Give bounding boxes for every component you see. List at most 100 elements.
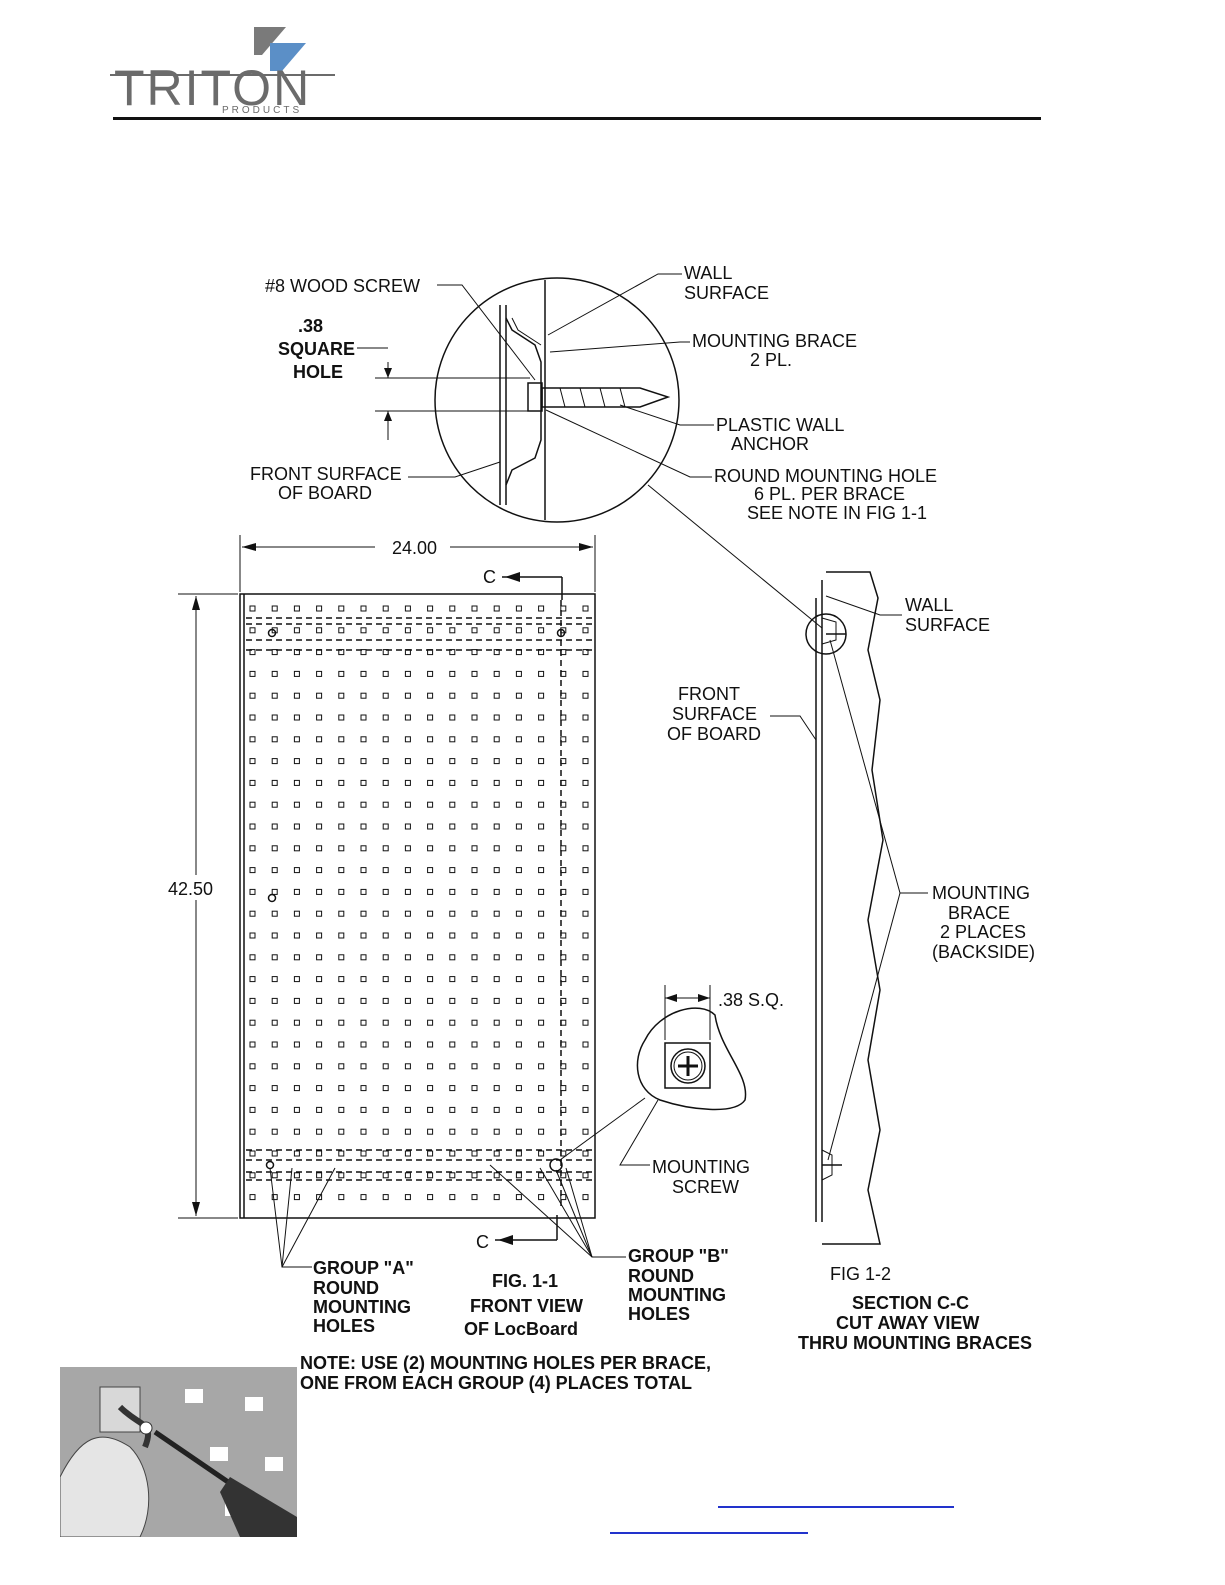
- square-hole: [515, 1172, 522, 1179]
- square-hole: [293, 1041, 300, 1048]
- square-hole: [515, 758, 522, 765]
- square-hole: [271, 736, 278, 743]
- square-hole: [427, 867, 434, 874]
- square-hole: [404, 1172, 411, 1179]
- square-hole: [493, 932, 500, 939]
- square-hole: [249, 867, 256, 874]
- square-hole: [493, 649, 500, 656]
- width-dimension: 24.00: [392, 538, 437, 558]
- fig-1-2-title: FIG 1-2: [830, 1264, 891, 1284]
- square-hole: [427, 845, 434, 852]
- square-hole: [338, 976, 345, 983]
- square-hole: [382, 736, 389, 743]
- square-hole: [560, 932, 567, 939]
- square-hole: [360, 758, 367, 765]
- square-hole: [316, 1019, 323, 1026]
- square-hole: [338, 1019, 345, 1026]
- square-hole: [271, 976, 278, 983]
- square-hole: [582, 932, 589, 939]
- square-hole: [538, 932, 545, 939]
- link-underline-1: [718, 1506, 954, 1508]
- square-hole: [582, 976, 589, 983]
- square-hole: [338, 649, 345, 656]
- section-title-3: THRU MOUNTING BRACES: [798, 1333, 1032, 1353]
- square-hole: [449, 932, 456, 939]
- square-hole: [249, 823, 256, 830]
- mounting-screw-detail: [636, 1007, 747, 1111]
- square-hole: [338, 1128, 345, 1135]
- square-hole: [360, 801, 367, 808]
- square-hole: [249, 1106, 256, 1113]
- square-hole: [493, 888, 500, 895]
- square-hole: [471, 888, 478, 895]
- square-hole: [560, 1128, 567, 1135]
- square-hole: [382, 997, 389, 1004]
- square-hole: [538, 801, 545, 808]
- square-hole: [538, 867, 545, 874]
- square-hole: [493, 1063, 500, 1070]
- square-hole: [249, 1063, 256, 1070]
- square-hole: [515, 779, 522, 786]
- square-hole: [271, 1085, 278, 1092]
- square-hole: [360, 670, 367, 677]
- square-hole: [316, 1106, 323, 1113]
- square-hole: [271, 1106, 278, 1113]
- square-hole: [338, 758, 345, 765]
- square-hole: [404, 758, 411, 765]
- square-hole: [360, 649, 367, 656]
- square-hole: [560, 758, 567, 765]
- square-hole: [582, 779, 589, 786]
- note-line-1: NOTE: USE (2) MOUNTING HOLES PER BRACE,: [300, 1353, 711, 1373]
- square-hole: [471, 1106, 478, 1113]
- square-hole: [560, 997, 567, 1004]
- square-hole: [427, 692, 434, 699]
- square-hole: [582, 1128, 589, 1135]
- square-hole: [316, 1085, 323, 1092]
- square-hole: [382, 649, 389, 656]
- square-hole: [316, 1172, 323, 1179]
- square-hole: [449, 910, 456, 917]
- square-hole: [293, 976, 300, 983]
- square-hole: [538, 649, 545, 656]
- square-hole: [471, 954, 478, 961]
- square-hole: [515, 1063, 522, 1070]
- square-hole: [582, 954, 589, 961]
- square-hole: [382, 692, 389, 699]
- square-hole: [493, 779, 500, 786]
- square-hole: [515, 801, 522, 808]
- square-hole: [271, 779, 278, 786]
- square-hole: [582, 888, 589, 895]
- square-hole: [582, 1194, 589, 1201]
- square-hole: [316, 1194, 323, 1201]
- square-hole: [382, 1128, 389, 1135]
- square-hole: [293, 1085, 300, 1092]
- square-hole: [249, 801, 256, 808]
- square-hole: [515, 605, 522, 612]
- square-hole: [449, 779, 456, 786]
- square-hole: [271, 845, 278, 852]
- square-hole: [293, 692, 300, 699]
- square-hole: [249, 888, 256, 895]
- square-hole: [293, 997, 300, 1004]
- square-hole: [582, 714, 589, 721]
- square-hole: [515, 823, 522, 830]
- label-wall-surface-1: WALL: [684, 263, 732, 283]
- square-hole: [360, 1128, 367, 1135]
- square-hole: [493, 670, 500, 677]
- label-brace-r4: (BACKSIDE): [932, 942, 1035, 962]
- square-hole: [338, 997, 345, 1004]
- installation-photo: [60, 1367, 297, 1537]
- square-hole: [582, 1019, 589, 1026]
- square-hole: [582, 867, 589, 874]
- square-hole: [271, 1063, 278, 1070]
- square-hole: [271, 997, 278, 1004]
- square-hole: [271, 888, 278, 895]
- square-hole: [316, 997, 323, 1004]
- square-hole: [560, 627, 567, 634]
- square-hole: [493, 692, 500, 699]
- square-hole: [493, 997, 500, 1004]
- square-hole: [271, 670, 278, 677]
- fig-1-1-subtitle-2: OF LocBoard: [464, 1319, 578, 1339]
- logo-wordmark: TRITON: [114, 60, 312, 116]
- square-hole: [249, 779, 256, 786]
